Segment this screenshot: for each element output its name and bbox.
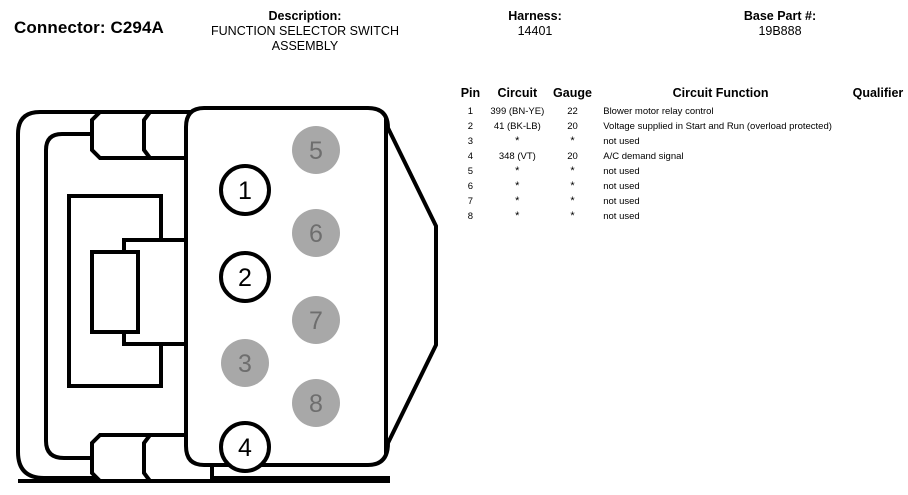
column-header-pin: Pin	[460, 86, 481, 100]
cell-gauge: *	[570, 164, 575, 177]
cell-pin: 8	[467, 211, 474, 222]
cell-qualifier	[848, 104, 908, 119]
table-row: 8 * * not used	[458, 209, 908, 224]
pin-circle-2[interactable]	[219, 251, 271, 303]
cell-qualifier	[848, 209, 908, 224]
cell-circuit: *	[515, 134, 520, 147]
cell-circuit: 41 (BK-LB)	[493, 121, 541, 132]
cell-pin: 7	[467, 196, 474, 207]
table-row: 2 41 (BK-LB) 20 Voltage supplied in Start a…	[458, 119, 908, 134]
pin-circle-8[interactable]	[292, 379, 340, 427]
pin-label-2: 2	[238, 264, 252, 292]
table-row: 6 * * not used	[458, 179, 908, 194]
column-header-circuit: Circuit	[497, 86, 538, 100]
column-header-qualifier: Qualifier	[852, 86, 904, 100]
column-header-function: Circuit Function	[672, 86, 769, 100]
cell-circuit: 348 (VT)	[498, 151, 536, 162]
cell-gauge: *	[570, 134, 575, 147]
cell-qualifier	[848, 164, 908, 179]
page-header: Connector: C294A Description: FUNCTION S…	[0, 0, 908, 80]
cell-circuit: *	[515, 209, 520, 222]
connector-title: Connector: C294A	[14, 18, 164, 37]
cell-function: Voltage supplied in Start and Run (overl…	[603, 121, 832, 132]
pin-label-4: 4	[238, 434, 252, 462]
cell-function: Blower motor relay control	[603, 106, 714, 117]
keyway-rect-inner	[90, 250, 140, 334]
pin-circle-6[interactable]	[292, 209, 340, 257]
pin-circle-5[interactable]	[292, 126, 340, 174]
cell-function: not used	[603, 181, 640, 192]
pin-circle-7[interactable]	[292, 296, 340, 344]
pin-label-5: 5	[309, 137, 323, 165]
cell-circuit: *	[515, 179, 520, 192]
pin-circle-group: 1 2 3 4 5 6 7 8	[219, 126, 340, 473]
table-row: 1 399 (BN-YE) 22 Blower motor relay control	[458, 104, 908, 119]
cell-function: not used	[603, 166, 640, 177]
cell-function: not used	[603, 136, 640, 147]
cell-function: A/C demand signal	[603, 151, 684, 162]
description-label: Description:	[268, 9, 342, 23]
connector-outer-shell	[16, 110, 390, 480]
description-block: Description: FUNCTION SELECTOR SWITCH AS…	[180, 9, 430, 54]
pin-table-container: Pin Circuit Gauge Circuit Function Quali…	[458, 86, 908, 224]
pin-table-body: 1 399 (BN-YE) 22 Blower motor relay control…	[458, 104, 908, 224]
table-row: 7 * * not used	[458, 194, 908, 209]
harness-block: Harness: 14401	[455, 9, 615, 39]
description-value-line2: ASSEMBLY	[271, 39, 339, 53]
cell-pin: 2	[467, 121, 474, 132]
pin-circle-3[interactable]	[221, 339, 269, 387]
pin-circle-1[interactable]	[219, 164, 271, 216]
cell-qualifier	[848, 149, 908, 164]
cell-circuit: *	[515, 194, 520, 207]
pin-label-3: 3	[238, 350, 252, 378]
pin-circle-4[interactable]	[219, 421, 271, 473]
table-row: 4 348 (VT) 20 A/C demand signal	[458, 149, 908, 164]
cell-pin: 1	[467, 106, 474, 117]
pin-table: Pin Circuit Gauge Circuit Function Quali…	[458, 86, 908, 224]
pin-label-6: 6	[309, 220, 323, 248]
cell-pin: 3	[467, 136, 474, 147]
base-part-label: Base Part #:	[743, 9, 817, 23]
cell-function: not used	[603, 196, 640, 207]
cell-gauge: *	[570, 209, 575, 222]
cell-gauge: *	[570, 194, 575, 207]
cell-qualifier	[848, 194, 908, 209]
latch-tab-lower-secondary	[142, 433, 152, 483]
table-row: 5 * * not used	[458, 164, 908, 179]
cell-gauge: 20	[567, 121, 578, 132]
cell-pin: 5	[467, 166, 474, 177]
cell-qualifier	[848, 134, 908, 149]
cell-qualifier	[848, 179, 908, 194]
pin-label-7: 7	[309, 307, 323, 335]
cell-gauge: 22	[567, 106, 578, 117]
cell-pin: 4	[467, 151, 474, 162]
cell-pin: 6	[467, 181, 474, 192]
column-header-gauge: Gauge	[553, 86, 592, 100]
base-part-value: 19B888	[758, 24, 802, 38]
harness-label: Harness:	[508, 9, 562, 23]
cell-qualifier	[848, 119, 908, 134]
cell-circuit: *	[515, 164, 520, 177]
cell-function: not used	[603, 211, 640, 222]
table-row: 3 * * not used	[458, 134, 908, 149]
cell-circuit: 399 (BN-YE)	[490, 106, 545, 117]
base-part-block: Base Part #: 19B888	[690, 9, 870, 39]
description-value-line1: FUNCTION SELECTOR SWITCH	[211, 24, 399, 38]
connector-inner-shell	[44, 132, 300, 460]
table-header-row: Pin Circuit Gauge Circuit Function Quali…	[458, 86, 908, 104]
cell-gauge: 20	[567, 151, 578, 162]
pin-label-1: 1	[238, 177, 252, 205]
connector-diagram: 1 2 3 4 5 6 7 8	[0, 90, 460, 495]
cell-gauge: *	[570, 179, 575, 192]
harness-value: 14401	[517, 24, 553, 38]
pin-label-8: 8	[309, 390, 323, 418]
latch-tab-upper-secondary	[142, 110, 152, 160]
